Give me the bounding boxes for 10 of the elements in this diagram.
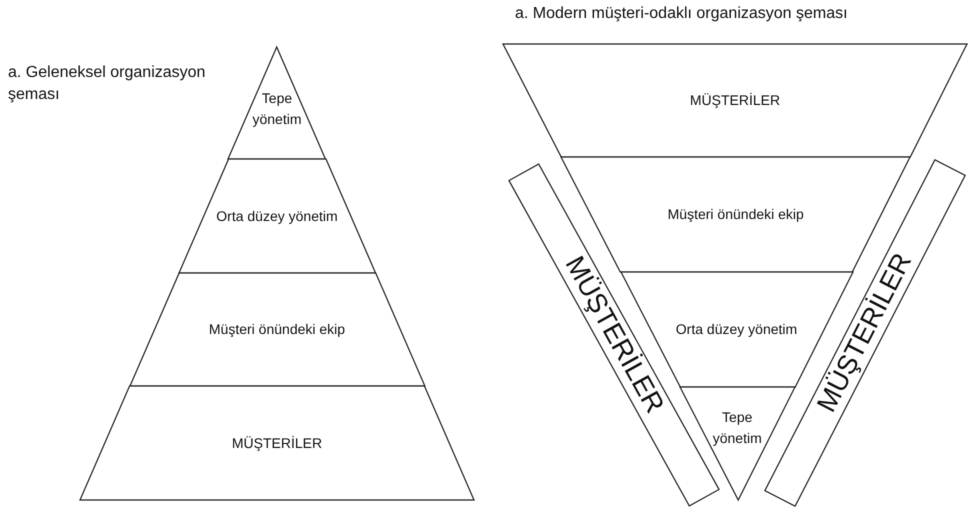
band-label: Orta düzey yönetim xyxy=(676,320,798,340)
band-label: Tepe yönetim xyxy=(712,408,763,448)
band-label: Orta düzey yönetim xyxy=(216,206,338,226)
band-label: Müşteri önündeki ekip xyxy=(668,205,804,224)
diagram-heading: a. Geleneksel organizasyon şeması xyxy=(8,63,206,106)
band-label: Tepe yönetim xyxy=(251,89,302,129)
diagram-heading: a. Modern müşteri-odaklı organizasyon şeması xyxy=(515,4,849,24)
band-label: MÜŞTERİLER xyxy=(690,91,780,110)
band-label: MÜŞTERİLER xyxy=(232,434,322,453)
band-label: Müşteri önündeki ekip xyxy=(208,320,346,340)
